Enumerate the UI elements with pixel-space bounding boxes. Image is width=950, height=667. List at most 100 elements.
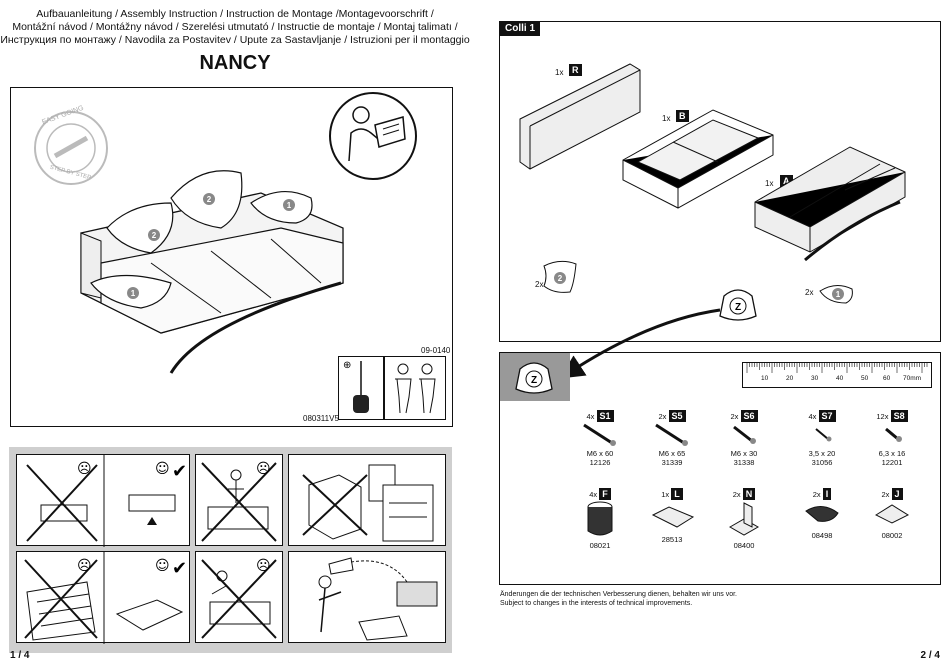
part-s1-code: 12126 <box>589 458 611 467</box>
warning-jump-cell: ☹ <box>195 551 283 643</box>
floor-protection-icon: ☹ ☺ ✔ <box>24 552 187 644</box>
header-line-3: Инструкция по монтажу / Navodila za Post… <box>0 34 470 46</box>
part-l: 1x L 28513 <box>642 488 702 544</box>
part-s5-size: M6 x 65 <box>658 449 686 458</box>
part-s7-id: S7 <box>818 410 836 422</box>
part-s5-qty: 2x <box>658 412 667 421</box>
carton-box-icon <box>302 464 434 542</box>
pillow-1-icon: 1 <box>819 285 853 304</box>
cover-code-left: 080311V5 <box>303 414 339 423</box>
part-f: 4x F 08021 <box>570 488 630 550</box>
hardware-bag-header: Z <box>500 353 570 401</box>
part-j: 2x J 08002 <box>862 488 922 540</box>
cover-code-right: 09-0140 <box>421 346 451 355</box>
screw-wood-icon <box>885 427 902 442</box>
sofa-illustration: 2 2 1 1 <box>80 170 344 374</box>
two-persons-box <box>384 356 446 420</box>
svg-text:✔: ✔ <box>172 558 187 579</box>
bag-letter: Z <box>735 302 741 313</box>
part-n-qty: 2x <box>732 490 741 499</box>
part-l-qty: 1x <box>661 490 670 499</box>
svg-text:2: 2 <box>207 195 212 204</box>
svg-text:☺: ☺ <box>155 558 170 574</box>
part-b-letter: B <box>676 110 689 122</box>
svg-text:☹: ☹ <box>77 461 92 477</box>
angle-plate-icon <box>874 504 910 524</box>
pillow-2-icon: 2 <box>543 260 577 293</box>
hardware-bag-small-icon: Z <box>515 362 553 394</box>
ruler-tick-70: 70mm <box>903 375 922 382</box>
unpack-cell <box>288 551 446 643</box>
part-l-id: L <box>671 488 683 500</box>
svg-text:☹: ☹ <box>256 558 271 574</box>
warning-box-cell <box>288 454 446 546</box>
svg-text:✔: ✔ <box>172 461 187 482</box>
product-title: NANCY <box>199 52 271 74</box>
colli-box: Colli 1 1x R 1x B 1x A 2x 2 2x 1 Z <box>499 21 941 342</box>
part-j-qty: 2x <box>881 490 890 499</box>
part-s8-size: 6,3 x 16 <box>878 449 906 458</box>
part-s8-qty: 12x <box>876 412 889 421</box>
easy-going-stamp-icon <box>34 111 108 185</box>
part-s1-id: S1 <box>596 410 614 422</box>
screwdriver-icon: ⊕ <box>343 360 369 413</box>
part-j-code: 08002 <box>881 531 903 540</box>
warning-stand-cell: ☹ <box>195 454 283 546</box>
part-n-id: N <box>742 488 756 500</box>
read-instructions-icon <box>329 92 417 180</box>
page-number-left: 1 / 4 <box>10 650 30 661</box>
part-s8: 12x S8 6,3 x 16 12201 <box>862 410 922 467</box>
note-de: Änderungen die der technischen Verbesser… <box>500 591 737 598</box>
part-j-id: J <box>891 488 903 500</box>
ruler-tick-10: 10 <box>761 375 769 382</box>
part-s7-code: 31056 <box>811 458 833 467</box>
screw-medium-icon <box>733 425 756 444</box>
part-s6: 2x S6 M6 x 30 31338 <box>714 410 774 467</box>
ruler-tick-60: 60 <box>883 375 891 382</box>
warning-floor-cell: ☹ ☺ ✔ <box>16 551 190 644</box>
part-i-id: I <box>822 488 832 500</box>
svg-text:1: 1 <box>131 289 136 298</box>
part-s7-size: 3,5 x 20 <box>808 449 836 458</box>
warning-carry-cell: ☹ ☺ ✔ <box>16 454 190 547</box>
bag-arrow-icon <box>559 308 721 379</box>
part-s6-id: S6 <box>740 410 758 422</box>
part-i: 2x I 08498 <box>792 488 852 540</box>
part-f-code: 08021 <box>589 541 611 550</box>
svg-text:☺: ☺ <box>155 461 170 477</box>
backrest-r-icon <box>519 63 641 170</box>
svg-text:☹: ☹ <box>77 558 92 574</box>
ruler-ticks-icon <box>746 363 928 373</box>
part-s8-code: 12201 <box>881 458 903 467</box>
ruler-tick-20: 20 <box>786 375 794 382</box>
svg-text:☹: ☹ <box>256 461 271 477</box>
part-s6-qty: 2x <box>730 412 739 421</box>
bracket-icon <box>728 502 760 536</box>
header-line-2: Montážní návod / Montážny návod / Szerel… <box>12 21 458 33</box>
part-s1-qty: 4x <box>586 412 595 421</box>
part-s6-code: 31338 <box>733 458 755 467</box>
ruler: 10 20 30 40 50 60 70mm <box>742 362 932 388</box>
part-i-qty: 2x <box>812 490 821 499</box>
svg-text:2: 2 <box>152 231 157 240</box>
carry-sofa-icon: ☹ ☺ ✔ <box>26 455 187 547</box>
ruler-tick-30: 30 <box>811 375 819 382</box>
pillow-1-qty: 2x <box>805 288 814 297</box>
pillow-1-number: 1 <box>836 290 841 299</box>
part-s6-size: M6 x 30 <box>730 449 758 458</box>
page-number-right: 2 / 4 <box>920 650 940 661</box>
bag-small-letter: Z <box>531 375 537 386</box>
part-s8-id: S8 <box>890 410 908 422</box>
screw-long-icon <box>655 423 688 446</box>
part-l-code: 28513 <box>661 535 683 544</box>
part-s1: 4x S1 M6 x 60 12126 <box>570 410 630 467</box>
svg-text:⊕: ⊕ <box>343 360 351 371</box>
foot-icon <box>587 501 613 536</box>
part-i-code: 08498 <box>811 531 833 540</box>
seat-a-icon <box>754 146 906 262</box>
part-r-letter: R <box>569 64 582 76</box>
unpack-parts-icon <box>318 557 438 641</box>
two-persons-icon <box>395 363 436 414</box>
screw-small-icon <box>815 428 832 442</box>
screw-long-icon <box>583 423 616 446</box>
